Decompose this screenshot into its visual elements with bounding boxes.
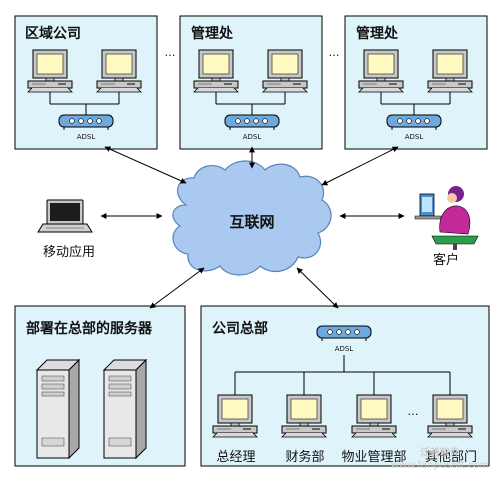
department-label: 其他部门 [425, 450, 477, 465]
computer-icon [351, 394, 397, 438]
ellipsis: … [329, 46, 340, 59]
adsl-label: ADSL [405, 133, 424, 141]
arrow-icon [104, 146, 187, 184]
panel-regional-office: 区域公司 ADSL [14, 15, 158, 150]
ellipsis: … [408, 405, 419, 418]
computer-icon [193, 49, 239, 93]
panel-headquarters-title: 公司总部 [212, 320, 268, 337]
adsl-label: ADSL [243, 133, 262, 141]
arrow-icon [149, 267, 205, 309]
internet-cloud: 互联网 [172, 160, 332, 276]
department-label: 物业管理部 [341, 450, 406, 465]
mobile-app: 移动应用 [37, 199, 95, 260]
panel-headquarters: 公司总部 ADSL … 总经理 财务部 物业管理部 其他部门 [200, 305, 490, 467]
panel-hq-servers-title: 部署在总部的服务器 [26, 320, 153, 337]
customer: 客户 [414, 186, 479, 268]
computer-icon [427, 49, 473, 93]
computer-icon [427, 394, 473, 438]
arrow-icon [321, 146, 399, 186]
server-icon [36, 359, 80, 459]
customer-icon [414, 186, 479, 250]
panel-regional-office-title: 区域公司 [25, 25, 81, 42]
adsl-label: ADSL [77, 133, 96, 141]
server-icon [103, 359, 147, 459]
internet-label: 互联网 [229, 213, 274, 231]
watermark: 泛普软件 www.fanpusoft.com [391, 446, 490, 471]
computer-icon [262, 49, 308, 93]
computer-icon [27, 49, 73, 93]
watermark-brand: 泛普软件 [420, 446, 460, 459]
adsl-label: ADSL [335, 345, 354, 353]
laptop-icon [37, 199, 93, 233]
department-label: 财务部 [285, 449, 324, 465]
customer-label: 客户 [433, 252, 459, 268]
arrow-icon [296, 267, 339, 309]
computer-icon [358, 49, 404, 93]
panel-management-office-2: 管理处 ADSL [344, 15, 488, 150]
panel-management-office-1-title: 管理处 [191, 25, 234, 42]
panel-management-office-1: 管理处 ADSL [179, 15, 323, 150]
panel-management-office-2-title: 管理处 [356, 25, 399, 42]
computer-icon [212, 394, 258, 438]
computer-icon [281, 394, 327, 438]
department-label: 总经理 [216, 450, 255, 465]
panel-hq-servers: 部署在总部的服务器 [14, 305, 186, 467]
computer-icon [96, 49, 142, 93]
connection-arrows [100, 146, 405, 309]
mobile-label: 移动应用 [43, 244, 95, 260]
ellipsis: … [165, 46, 176, 59]
watermark-url: www.fanpusoft.com [391, 460, 490, 471]
cloud-icon [172, 160, 332, 276]
